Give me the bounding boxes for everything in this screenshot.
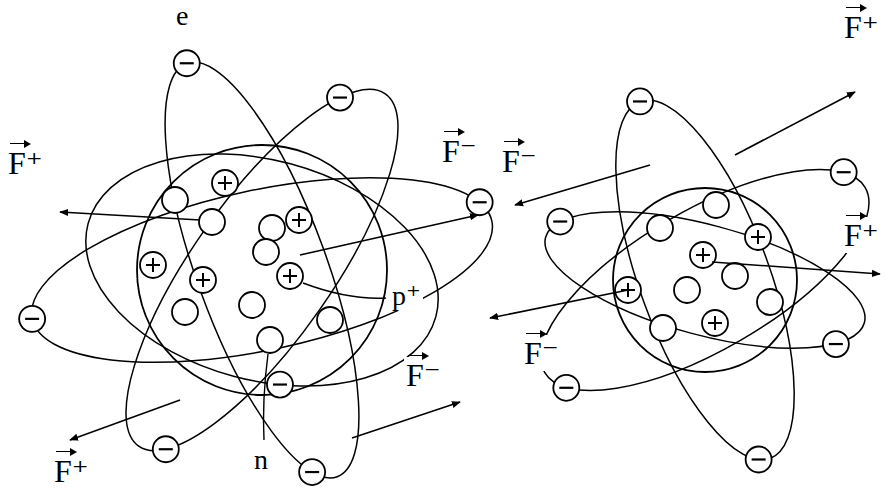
leader-lines xyxy=(264,283,387,440)
label-text: F⁻ xyxy=(500,143,539,179)
force-label: F⁺ xyxy=(6,140,45,179)
neutron-label: n xyxy=(252,446,270,474)
label-text: n xyxy=(252,444,270,475)
label-text: F⁺ xyxy=(52,453,91,489)
label-text: e xyxy=(174,0,190,31)
proton-label: p⁺ xyxy=(390,282,423,310)
label-text: F⁻ xyxy=(522,335,561,371)
force-label: F⁻ xyxy=(500,138,539,177)
force-label: F⁻ xyxy=(440,128,479,167)
label-text: F⁺ xyxy=(842,217,881,253)
nucleus xyxy=(137,145,387,395)
force-label: F⁺ xyxy=(842,4,881,43)
label-text: p⁺ xyxy=(390,280,423,311)
electron-label: e xyxy=(174,2,190,30)
force-label: F⁻ xyxy=(404,352,443,391)
force-arrows xyxy=(60,92,880,440)
label-text: F⁺ xyxy=(842,9,881,45)
force-label: F⁺ xyxy=(52,448,91,487)
right-atom xyxy=(510,79,887,481)
label-text: F⁻ xyxy=(404,357,443,393)
nucleus xyxy=(613,188,797,372)
force-label: F⁻ xyxy=(522,330,561,369)
force-label: F⁺ xyxy=(842,212,881,251)
left-atom xyxy=(9,41,508,491)
label-text: F⁺ xyxy=(6,145,45,181)
label-text: F⁻ xyxy=(440,133,479,169)
